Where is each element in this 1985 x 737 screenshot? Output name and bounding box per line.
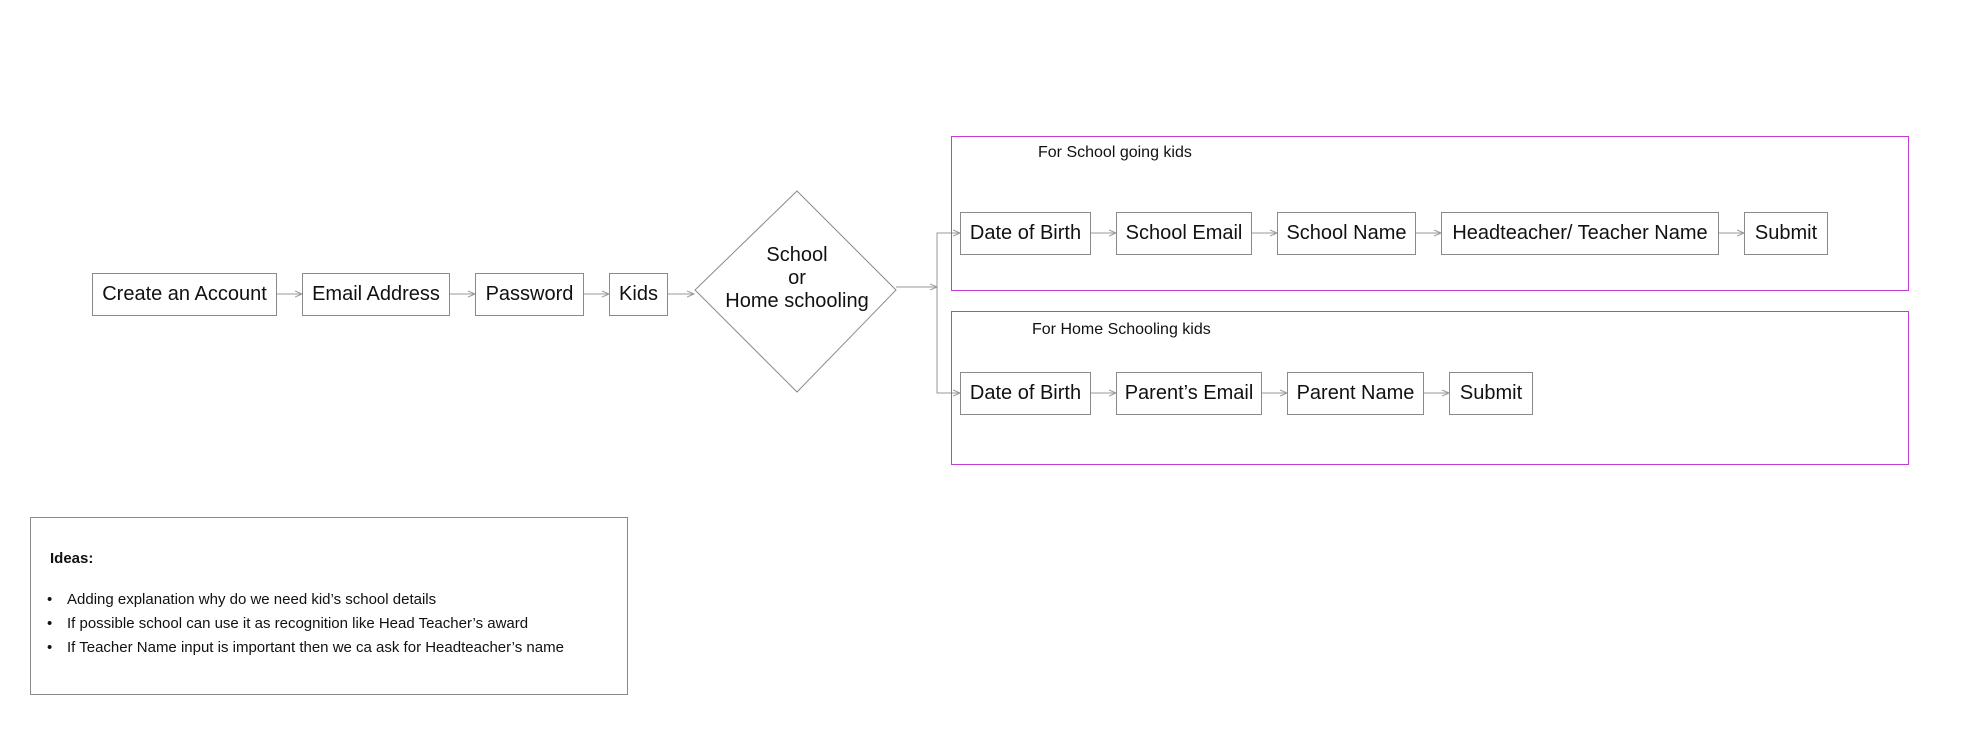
bullet-icon: • [47,639,53,656]
ideas-list-item: • Adding explanation why do we need kid’s… [47,588,564,612]
ideas-note: Ideas: • Adding explanation why do we nee… [30,517,628,695]
school-submit-node: Submit [1744,212,1828,255]
teacher-name-node: Headteacher/ Teacher Name [1441,212,1719,255]
school-date-of-birth-node: Date of Birth [960,212,1091,255]
create-account-node: Create an Account [92,273,277,316]
ideas-list-item: • If possible school can use it as recogn… [47,612,564,636]
decision-line-3: Home schooling [725,290,869,312]
parent-email-node: Parent’s Email [1116,372,1262,415]
school-email-node: School Email [1116,212,1252,255]
decision-line-1: School [766,244,828,266]
bullet-icon: • [47,591,53,608]
ideas-item-text: Adding explanation why do we need kid’s … [67,591,437,608]
home-submit-node: Submit [1449,372,1533,415]
password-node: Password [475,273,584,316]
home-schooling-group [951,311,1909,465]
ideas-list-item: • If Teacher Name input is important then… [47,636,564,660]
ideas-title: Ideas: [50,550,94,567]
home-date-of-birth-node: Date of Birth [960,372,1091,415]
bullet-icon: • [47,615,53,632]
ideas-item-text: If possible school can use it as recogni… [67,615,529,632]
school-name-node: School Name [1277,212,1416,255]
email-address-node: Email Address [302,273,450,316]
ideas-list: • Adding explanation why do we need kid’s… [47,588,564,660]
school-kids-group-title: For School going kids [1038,144,1192,161]
kids-node: Kids [609,273,668,316]
decision-label: School or Home schooling [712,244,882,313]
decision-line-2: or [788,267,806,289]
parent-name-node: Parent Name [1287,372,1424,415]
home-schooling-group-title: For Home Schooling kids [1032,321,1211,338]
school-kids-group [951,136,1909,291]
ideas-item-text: If Teacher Name input is important then … [67,639,564,656]
